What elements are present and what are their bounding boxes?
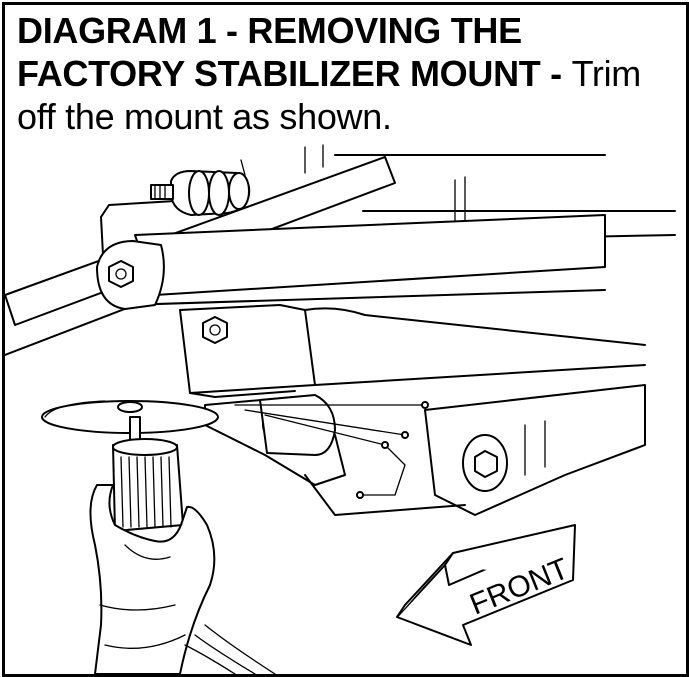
bolt-head (202, 316, 228, 344)
rod-end (96, 240, 165, 310)
cutting-disc (41, 400, 219, 448)
caption-title: DIAGRAM 1 - REMOVING THE FACTORY STABILI… (17, 10, 572, 94)
bolt-head (108, 260, 134, 288)
bolt-head (474, 450, 498, 478)
stabilizer-mount-illustration: FRONT (5, 144, 676, 674)
lower-bracket (204, 394, 429, 499)
front-direction-arrow: FRONT (396, 524, 576, 646)
diagram-caption: DIAGRAM 1 - REMOVING THE FACTORY STABILI… (17, 9, 681, 138)
top-bushing (150, 170, 251, 216)
frame-side (304, 384, 646, 516)
stabilizer-mount (179, 304, 646, 398)
hand-with-cutting-tool (89, 438, 276, 674)
caption-instruction: Trim off the mount as shown. (17, 53, 641, 137)
